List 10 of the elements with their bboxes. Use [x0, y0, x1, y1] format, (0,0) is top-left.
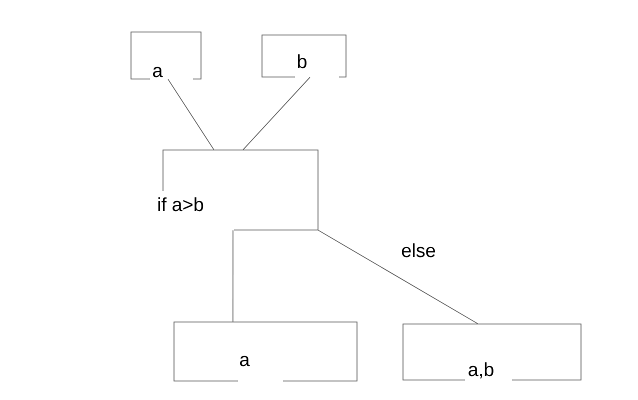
process-box: a	[174, 322, 358, 382]
connector-line	[318, 230, 478, 324]
process-box: a,b	[402, 324, 582, 380]
connector-line	[232, 230, 234, 322]
decision-box: if a>b	[158, 150, 318, 230]
edge-label: else	[400, 242, 437, 258]
connector-line	[242, 76, 310, 150]
process-box: b	[262, 34, 346, 78]
connector-line	[168, 78, 214, 150]
process-box: a	[130, 32, 202, 80]
